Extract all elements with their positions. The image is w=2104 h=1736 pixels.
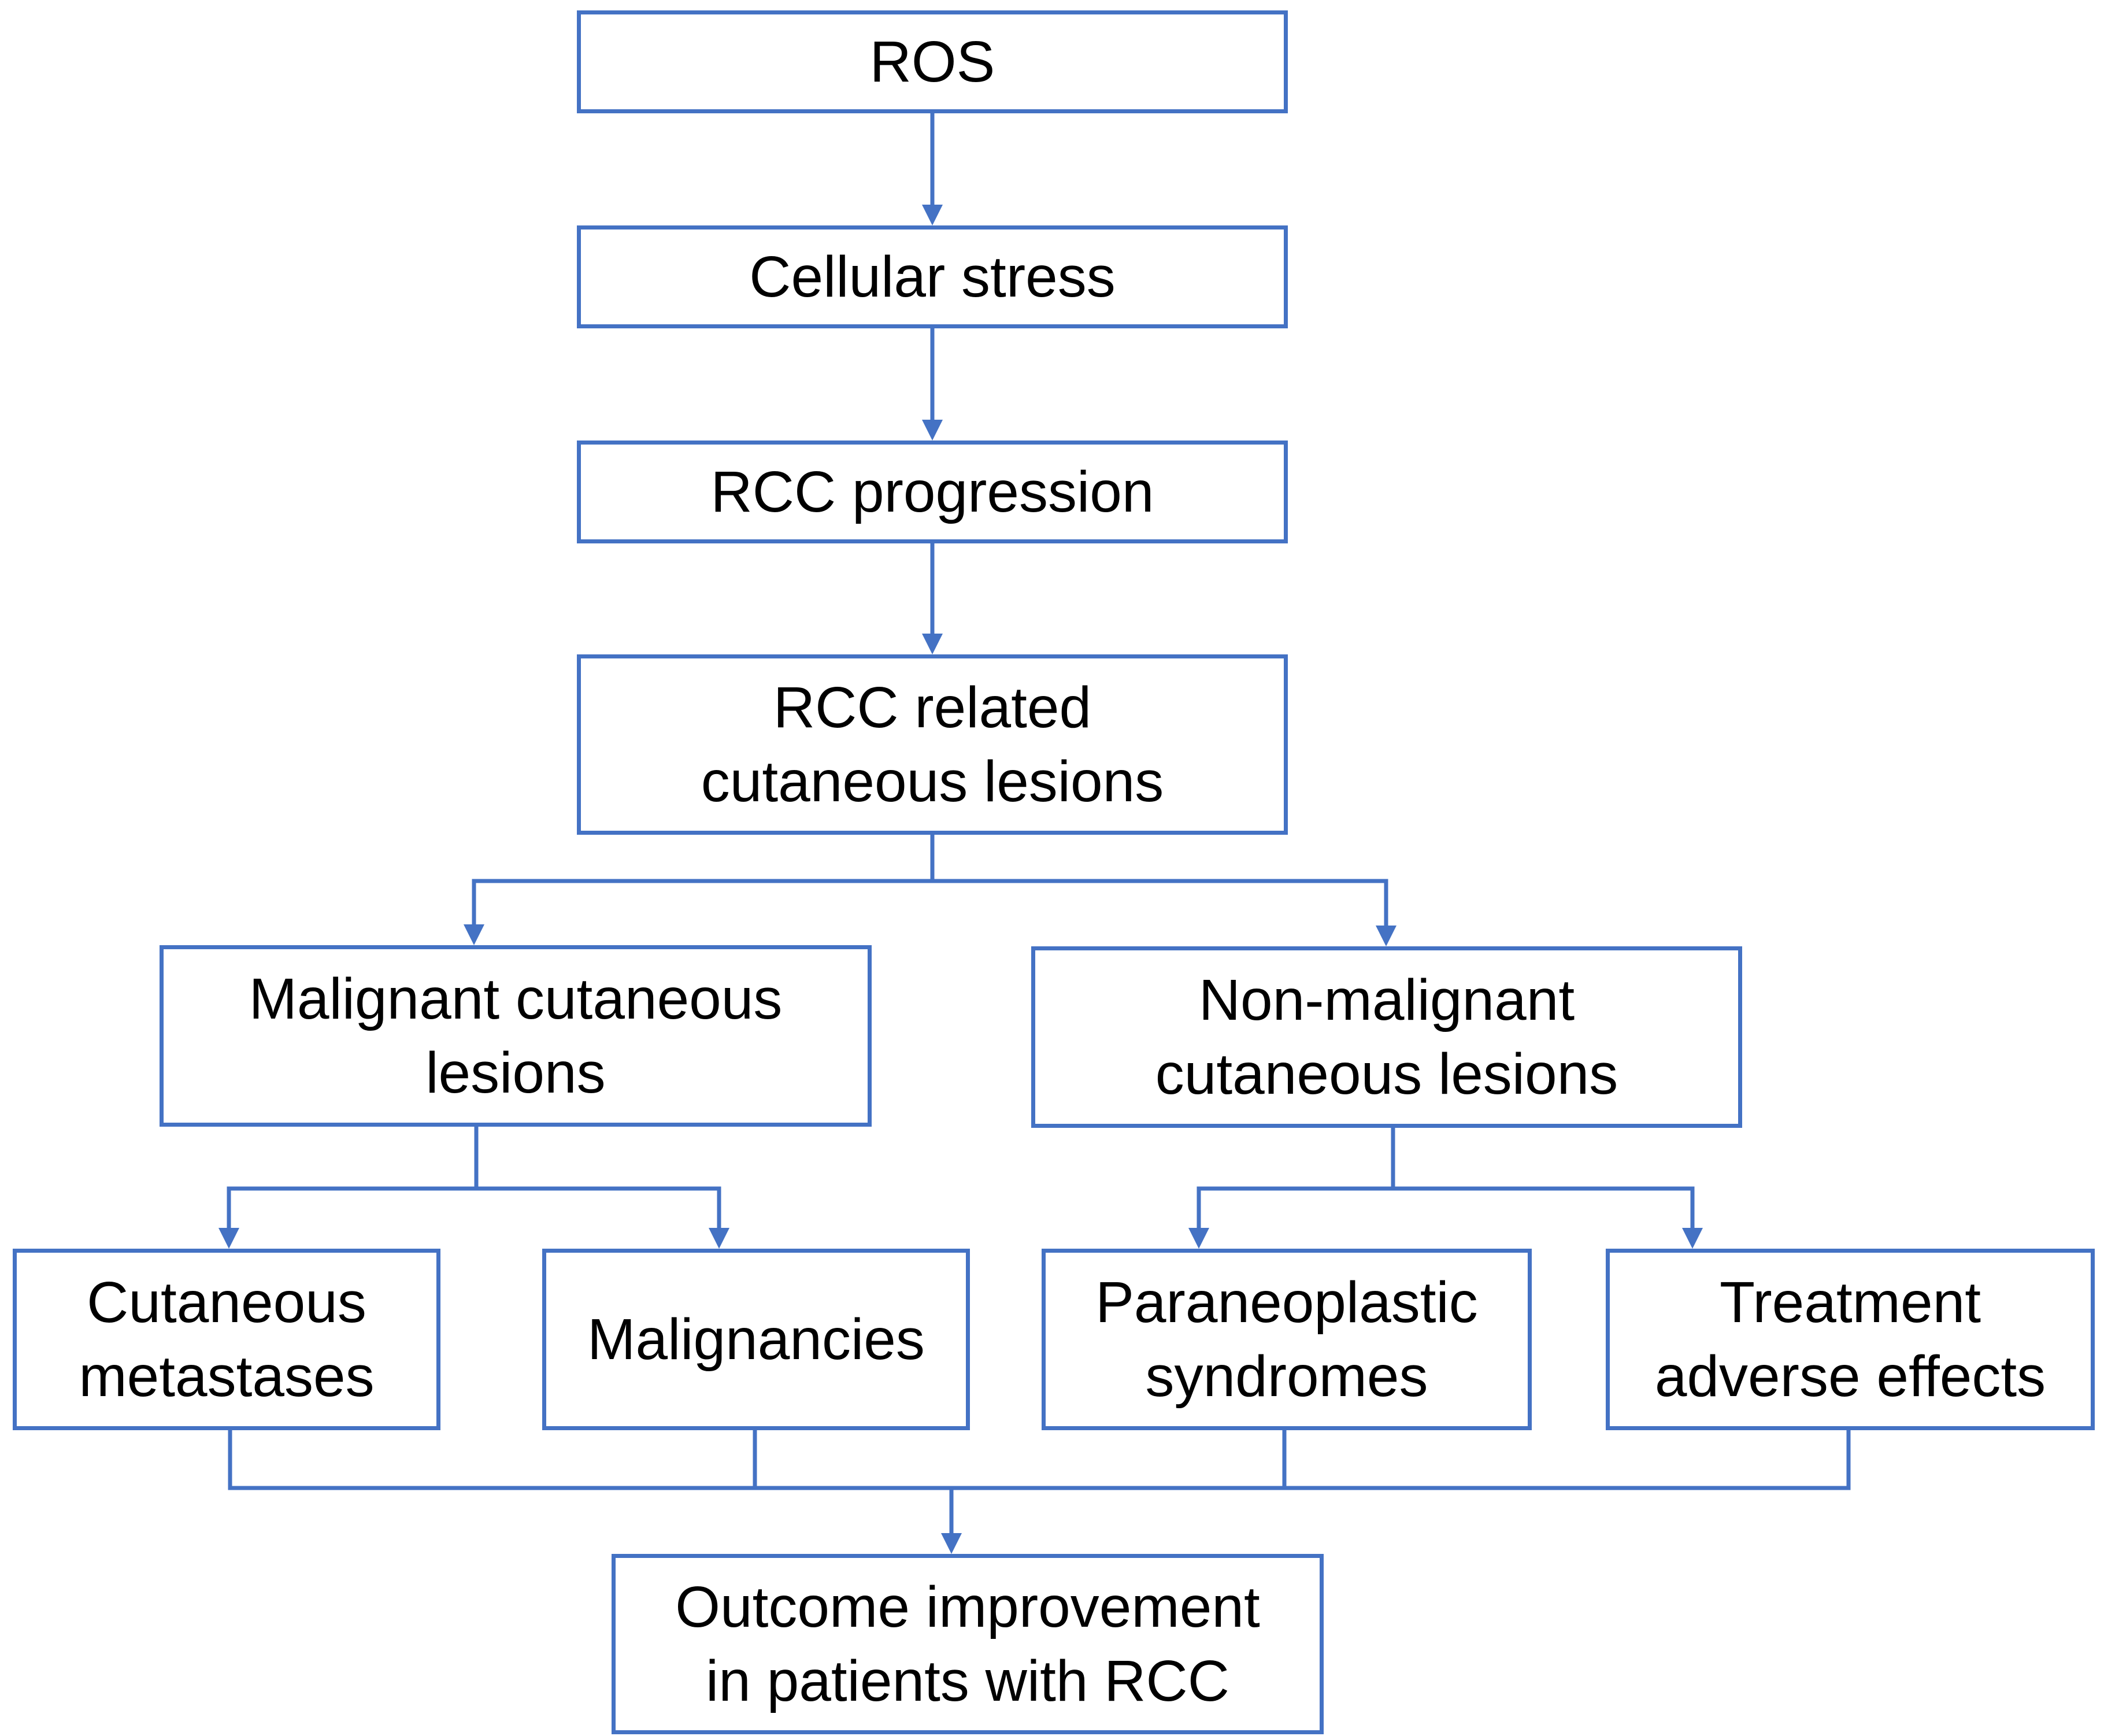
arrowhead-rcc-related — [922, 634, 943, 654]
node-cellular-stress: Cellular stress — [577, 225, 1288, 328]
node-outcome-line-2: in patients with RCC — [706, 1649, 1229, 1713]
node-treatment-adverse-line-2: adverse effects — [1654, 1344, 2046, 1409]
node-treatment-adverse-line-1: Treatment — [1719, 1270, 1981, 1335]
node-cutaneous-metastases-line-2: metastases — [79, 1344, 375, 1409]
node-malignant-line-2: lesions — [425, 1041, 606, 1105]
arrowhead-outcome — [941, 1533, 962, 1554]
node-outcome-improvement: Outcome improvement in patients with RCC — [612, 1554, 1324, 1734]
node-malignant-line-1: Malignant cutaneous — [249, 967, 783, 1031]
node-rcc-progression: RCC progression — [577, 441, 1288, 543]
node-non-malignant-line-1: Non-malignant — [1198, 968, 1575, 1032]
arrowhead-cutaneous-metastases — [218, 1228, 239, 1249]
arrowhead-paraneoplastic — [1188, 1228, 1209, 1249]
node-malignancies-line-1: Malignancies — [587, 1307, 925, 1372]
node-malignant-cutaneous-lesions: Malignant cutaneous lesions — [160, 945, 872, 1127]
node-treatment-adverse-effects: Treatment adverse effects — [1606, 1249, 2095, 1430]
node-cutaneous-metastases-line-1: Cutaneous — [87, 1270, 366, 1335]
node-non-malignant-line-2: cutaneous lesions — [1155, 1042, 1618, 1106]
node-outcome-line-1: Outcome improvement — [675, 1575, 1260, 1639]
arrowhead-malignant — [464, 924, 484, 945]
node-paraneoplastic-line-1: Paraneoplastic — [1095, 1270, 1478, 1335]
node-cellular-stress-line-1: Cellular stress — [749, 245, 1116, 309]
node-rcc-progression-line-1: RCC progression — [710, 460, 1154, 524]
arrowhead-malignancies — [709, 1228, 729, 1249]
node-ros-line-1: ROS — [869, 29, 995, 94]
node-cutaneous-metastases: Cutaneous metastases — [13, 1249, 440, 1430]
node-non-malignant-cutaneous-lesions: Non-malignant cutaneous lesions — [1031, 946, 1742, 1128]
node-rcc-related-line-2: cutaneous lesions — [701, 749, 1164, 814]
arrowhead-non-malignant — [1376, 926, 1397, 946]
node-paraneoplastic-line-2: syndromes — [1145, 1344, 1428, 1409]
connector-arrowheads — [218, 205, 1703, 1554]
node-rcc-related-line-1: RCC related — [773, 675, 1092, 740]
arrowhead-rcc-progression — [922, 420, 943, 441]
connector-lines — [227, 111, 1851, 1539]
arrowhead-treatment-adverse — [1682, 1228, 1703, 1249]
node-rcc-related-cutaneous-lesions: RCC related cutaneous lesions — [577, 654, 1288, 835]
node-ros: ROS — [577, 10, 1288, 113]
node-malignancies: Malignancies — [542, 1249, 970, 1430]
node-paraneoplastic-syndromes: Paraneoplastic syndromes — [1042, 1249, 1532, 1430]
arrowhead-cellular-stress — [922, 205, 943, 225]
